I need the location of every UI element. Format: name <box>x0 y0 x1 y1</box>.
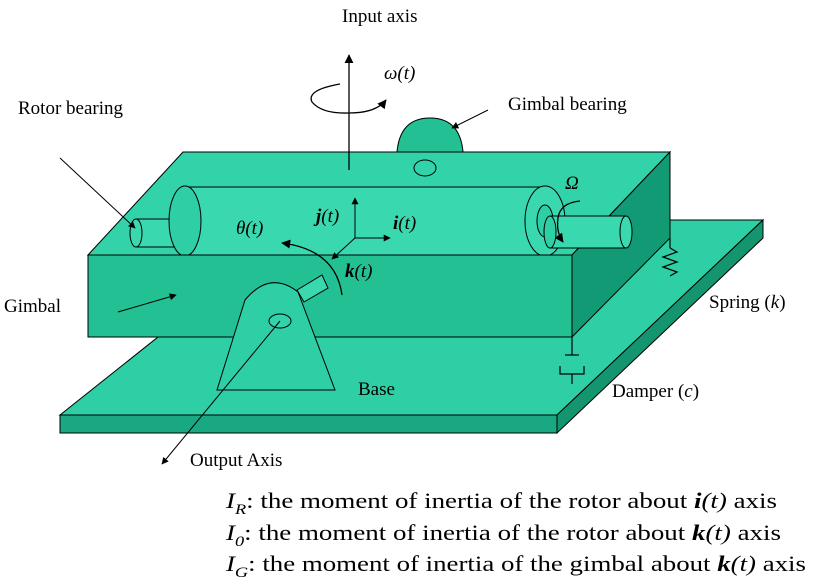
k-axis-arrow <box>331 237 356 260</box>
rotor-bearing-label: Rotor bearing <box>18 98 124 119</box>
base-label: Base <box>358 379 395 400</box>
i-t-label: i(t) <box>393 213 416 234</box>
omega-label: ω(t) <box>384 63 415 84</box>
gimbal-bearing-shape <box>396 117 464 153</box>
damper-label: Damper (c) <box>612 381 699 402</box>
theta-rotation-arrow <box>281 239 343 296</box>
omega-rotation-arrow <box>310 83 387 114</box>
output-support <box>216 274 336 391</box>
gimbal-bearing-leader <box>451 109 489 129</box>
spring <box>661 238 679 277</box>
damper <box>559 337 585 384</box>
output-axis-line <box>161 320 281 465</box>
spring-label: Spring (k) <box>709 292 786 313</box>
gimbal-bearing-label: Gimbal bearing <box>508 94 627 115</box>
gimbal-label: Gimbal <box>4 296 61 317</box>
j-t-label: j(t) <box>313 206 339 227</box>
rotor <box>168 185 566 257</box>
input-axis-label: Input axis <box>342 6 417 27</box>
gimbal-bearing-hole <box>413 159 437 177</box>
theta-label: θ(t) <box>236 218 263 239</box>
k-t-label: k(t) <box>345 261 372 282</box>
gimbal-leader <box>117 293 177 313</box>
gimbal-front-face <box>87 254 573 338</box>
output-axis-label: Output Axis <box>190 450 282 471</box>
big-omega-label: Ω <box>565 173 579 194</box>
spin-rotation-arrow <box>554 200 581 243</box>
rotor-bearing-leader <box>59 157 136 229</box>
